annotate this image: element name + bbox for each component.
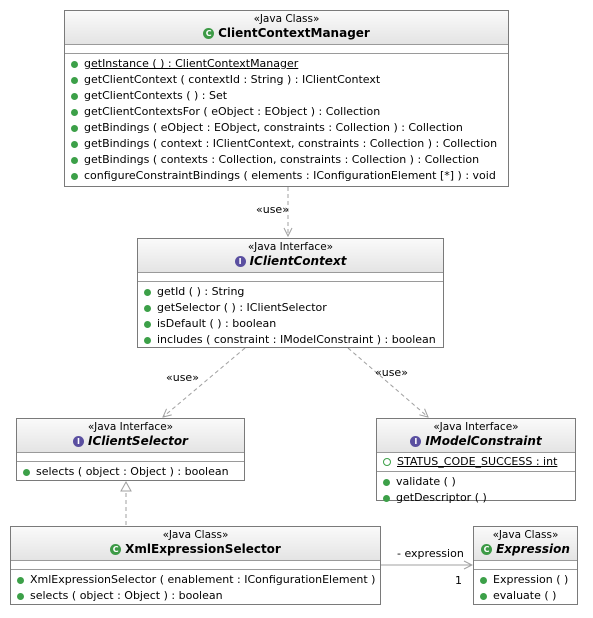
public-method-icon — [17, 576, 24, 584]
operation-row[interactable]: getClientContext ( contextId : String ) … — [65, 72, 508, 88]
public-method-icon — [144, 336, 151, 344]
operation-row[interactable]: evaluate ( ) — [474, 588, 577, 604]
operations-compartment: getInstance ( ) : ClientContextManager g… — [65, 54, 508, 186]
stereotype-label: «Java Interface» — [247, 241, 334, 253]
stereotype-label: «Java Class» — [492, 529, 559, 541]
operation-row[interactable]: Expression ( ) — [474, 572, 577, 588]
class-icon: C — [203, 28, 215, 39]
class-icon: C — [481, 544, 493, 555]
public-method-icon — [144, 320, 151, 328]
operation-row[interactable]: getBindings ( contexts : Collection, con… — [65, 152, 508, 168]
public-method-icon — [480, 576, 487, 584]
operations-compartment: XmlExpressionSelector ( enablement : ICo… — [11, 570, 380, 606]
attributes-compartment — [474, 561, 577, 570]
operation-row[interactable]: getClientContextsFor ( eObject : EObject… — [65, 104, 508, 120]
operation-row[interactable]: getBindings ( context : IClientContext, … — [65, 136, 508, 152]
operation-row[interactable]: getId ( ) : String — [138, 284, 443, 300]
public-method-icon — [144, 288, 151, 296]
interface-icon: I — [410, 436, 422, 447]
interface-icon: I — [234, 256, 246, 267]
class-icon: C — [110, 544, 122, 555]
interface-icon: I — [73, 436, 85, 447]
operations-compartment: Expression ( ) evaluate ( ) — [474, 570, 577, 606]
operation-row[interactable]: getSelector ( ) : IClientSelector — [138, 300, 443, 316]
public-method-icon — [23, 468, 30, 476]
stereotype-label: «Java Interface» — [87, 421, 174, 433]
operation-row[interactable]: validate ( ) — [377, 474, 575, 490]
attributes-compartment — [138, 273, 443, 282]
attributes-compartment — [65, 45, 508, 54]
operation-row[interactable]: getDescriptor ( ) — [377, 490, 575, 506]
public-method-icon — [480, 592, 487, 600]
stereotype-label: «Java Interface» — [433, 421, 519, 433]
public-method-icon — [144, 304, 151, 312]
operation-row[interactable]: includes ( constraint : IModelConstraint… — [138, 332, 443, 348]
public-method-icon — [383, 494, 390, 502]
public-method-icon — [71, 60, 78, 68]
operations-compartment: getId ( ) : String getSelector ( ) : ICl… — [138, 282, 443, 350]
operation-row[interactable]: getBindings ( eObject : EObject, constra… — [65, 120, 508, 136]
public-method-icon — [71, 92, 78, 100]
public-method-icon — [71, 108, 78, 116]
operation-row[interactable]: isDefault ( ) : boolean — [138, 316, 443, 332]
operation-row[interactable]: selects ( object : Object ) : boolean — [11, 588, 380, 604]
operation-row[interactable]: XmlExpressionSelector ( enablement : ICo… — [11, 572, 380, 588]
operation-row[interactable]: getClientContexts ( ) : Set — [65, 88, 508, 104]
association-role-label: - expression — [397, 547, 464, 560]
use-label-3: «use» — [375, 366, 408, 379]
use-link-context-selector — [163, 347, 246, 417]
use-label-2: «use» — [166, 371, 199, 384]
public-method-icon — [71, 140, 78, 148]
public-method-icon — [71, 124, 78, 132]
attribute-row[interactable]: STATUS_CODE_SUCCESS : int — [377, 454, 575, 470]
operations-compartment: validate ( ) getDescriptor ( ) — [377, 472, 575, 508]
use-link-context-constraint — [347, 347, 428, 417]
public-method-icon — [71, 156, 78, 164]
stereotype-label: «Java Class» — [162, 529, 229, 541]
public-method-icon — [71, 172, 78, 180]
attributes-compartment: STATUS_CODE_SUCCESS : int — [377, 453, 575, 472]
public-method-icon — [71, 76, 78, 84]
stereotype-label: «Java Class» — [253, 13, 320, 25]
operations-compartment: selects ( object : Object ) : boolean — [17, 462, 244, 482]
use-label-1: «use» — [256, 203, 289, 216]
attributes-compartment — [17, 453, 244, 462]
public-method-icon — [383, 478, 390, 486]
static-field-icon — [383, 458, 391, 466]
public-method-icon — [17, 592, 24, 600]
operation-row[interactable]: configureConstraintBindings ( elements :… — [65, 168, 508, 184]
attributes-compartment — [11, 561, 380, 570]
operation-row[interactable]: getInstance ( ) : ClientContextManager — [65, 56, 508, 72]
operation-row[interactable]: selects ( object : Object ) : boolean — [17, 464, 244, 480]
association-multiplicity-label: 1 — [455, 574, 462, 587]
